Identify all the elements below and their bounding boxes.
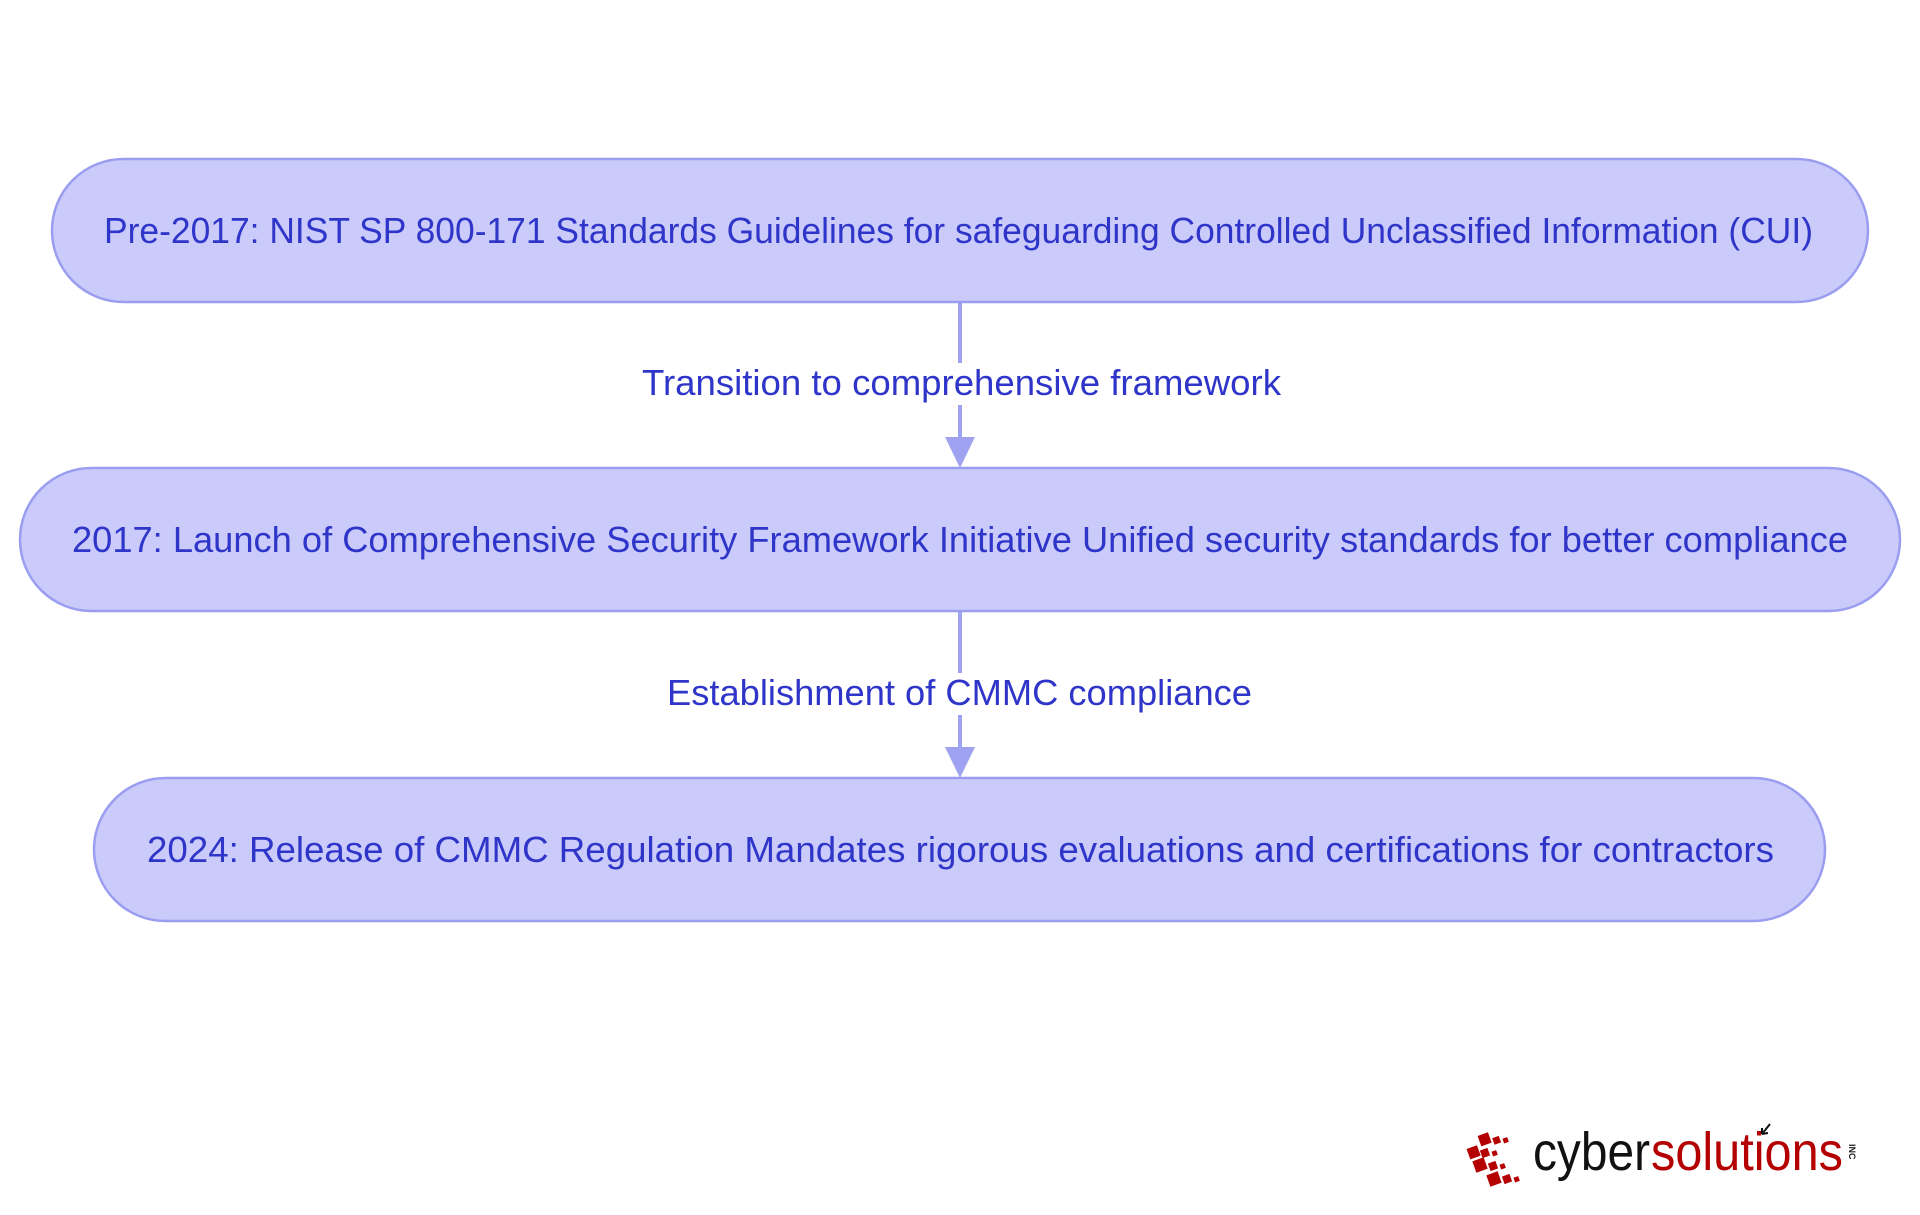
node-2017[interactable]: 2017: Launch of Comprehensive Security F… [18,466,1902,613]
edge-pre2017-to-2017: Transition to comprehensive framework [636,302,1286,468]
edge-label-background [660,673,1260,715]
arrow-down-icon [945,747,975,778]
node-shape [50,157,1870,304]
arrow-down-icon [945,437,975,468]
node-shape [92,776,1827,923]
logo-arrow-icon [1761,1123,1771,1135]
logo-mark-icon [1466,1132,1520,1187]
node-label: Pre-2017: NIST SP 800-171 Standards Guid… [104,210,1813,251]
edge-label-background [636,363,1286,405]
edge-label: Transition to comprehensive framework [642,362,1282,403]
logo-text-cyber: cyber [1533,1122,1650,1182]
edge-2017-to-2024: Establishment of CMMC compliance [660,611,1260,778]
node-label: 2017: Launch of Comprehensive Security F… [72,519,1848,560]
logo-text-inc: INC [1847,1144,1857,1160]
node-2024[interactable]: 2024: Release of CMMC Regulation Mandate… [92,776,1827,923]
logo-text-solutions: solutions [1651,1122,1843,1182]
node-pre-2017[interactable]: Pre-2017: NIST SP 800-171 Standards Guid… [50,157,1870,304]
node-shape [18,466,1902,613]
node-label: 2024: Release of CMMC Regulation Mandate… [147,829,1774,870]
cybersolutions-logo: cyber solutions INC [1466,1122,1857,1187]
edge-label: Establishment of CMMC compliance [667,672,1252,713]
